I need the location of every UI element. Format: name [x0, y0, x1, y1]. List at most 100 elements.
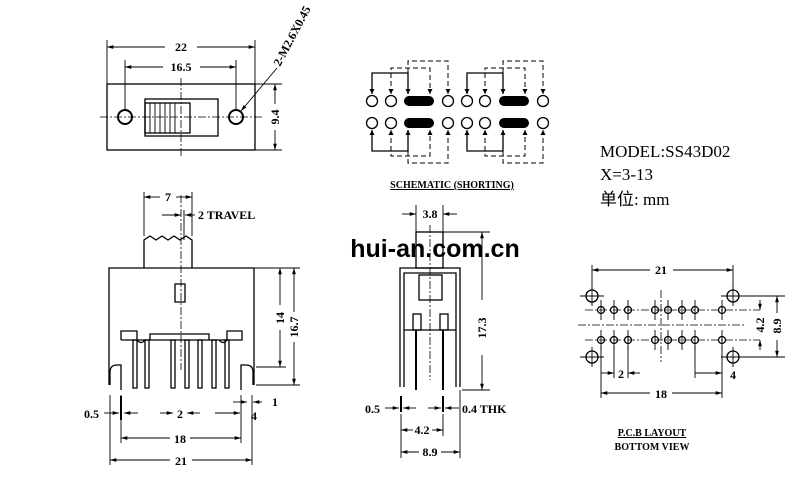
pcb-pin-hole	[717, 305, 727, 315]
pcb-mount-hole	[585, 350, 599, 364]
terminal-circle	[441, 116, 455, 130]
terminal-circle	[536, 94, 550, 108]
arrow-head	[369, 89, 375, 94]
terminal-circle	[441, 94, 455, 108]
dim-16-5: 16.5	[171, 60, 192, 74]
arrow-head	[388, 89, 394, 94]
dim-18: 18	[174, 432, 186, 446]
arrow-head	[482, 89, 488, 94]
arrow-head	[522, 89, 528, 94]
pcb-pin-hole	[677, 305, 687, 315]
actuator-window	[174, 283, 186, 303]
x-range-label: X=3-13	[600, 165, 653, 184]
dim-17-3: 17.3	[475, 318, 489, 339]
dashed-connection	[407, 60, 449, 94]
pcb-dim-2: 2	[618, 367, 624, 381]
terminal-pin	[170, 339, 176, 389]
dim-7: 7	[165, 190, 171, 204]
arrow-head	[388, 130, 394, 135]
dashed-connection	[390, 67, 431, 94]
pcb-pin-hole	[623, 305, 633, 315]
slider-knob	[144, 102, 191, 134]
shorting-contact	[499, 96, 529, 106]
dim-9-4: 9.4	[268, 110, 282, 125]
top-view: 22 16.5 9.4 2-M2.6X0.45	[100, 4, 314, 156]
terminal-pin	[184, 339, 190, 389]
terminal-circle	[365, 116, 379, 130]
arrow-head	[445, 130, 451, 135]
side-view: 3.8 17.3 0.5 0.4 THK 4.2 8.9	[365, 205, 507, 459]
pcb-dim-4: 4	[730, 368, 736, 382]
pcb-dim-4-2: 4.2	[753, 318, 767, 333]
dim-2-travel: 2 TRAVEL	[198, 208, 255, 222]
pcb-pin-hole	[677, 335, 687, 345]
dim-0-4-thk: 0.4 THK	[462, 402, 507, 416]
pcb-mount-hole	[726, 289, 740, 303]
pcb-pin-hole	[623, 335, 633, 345]
dim-21: 21	[175, 454, 187, 468]
pcb-pin-hole	[650, 335, 660, 345]
arrow-head	[405, 130, 411, 135]
solid-connection	[371, 72, 409, 94]
watermark: hui-an.com.cn	[350, 235, 519, 263]
terminal-circle	[384, 116, 398, 130]
dim-8-9: 8.9	[423, 445, 438, 459]
pcb-pin-hole	[663, 305, 673, 315]
pcb-dim-8-9: 8.9	[770, 319, 784, 334]
pcb-title: P.C.B LAYOUT	[618, 428, 687, 439]
arrow-head	[464, 89, 470, 94]
arrow-head	[540, 130, 546, 135]
pcb-mount-hole	[585, 289, 599, 303]
dashed-connection	[502, 130, 544, 164]
terminal-circle	[478, 116, 492, 130]
pcb-pin-hole	[609, 305, 619, 315]
dashed-connection	[390, 130, 431, 157]
pcb-pin-hole	[690, 335, 700, 345]
dim-3-8: 3.8	[423, 207, 438, 221]
arrow-head	[369, 130, 375, 135]
shorting-contact	[404, 118, 434, 128]
dashed-connection	[484, 130, 526, 157]
arrow-head	[482, 130, 488, 135]
dashed-connection	[407, 130, 449, 164]
pcb-pin-hole	[663, 335, 673, 345]
dim-16-7: 16.7	[287, 317, 301, 338]
dim-0-5: 0.5	[84, 407, 99, 421]
dim-side-0-5: 0.5	[365, 402, 380, 416]
terminal-pin	[224, 339, 230, 389]
schematic-title: SCHEMATIC (SHORTING)	[390, 180, 514, 191]
terminal-pin	[132, 339, 138, 389]
arrow-head	[427, 130, 433, 135]
arrow-head	[405, 89, 411, 94]
model-label: MODEL:SS43D02	[600, 142, 730, 161]
pcb-dim-18: 18	[655, 387, 667, 401]
pcb-mount-hole	[726, 350, 740, 364]
terminal-pin	[197, 339, 203, 389]
screw-note: 2-M2.6X0.45	[270, 4, 313, 69]
terminal-circle	[460, 116, 474, 130]
dim-14: 14	[273, 312, 287, 324]
pcb-subtitle: BOTTOM VIEW	[615, 442, 690, 453]
shorting-contact	[404, 96, 434, 106]
terminal-circle	[384, 94, 398, 108]
arrow-head	[522, 130, 528, 135]
front-view: 7 2 TRAVEL 14 16.7 0.5 2 4 1 18 21	[84, 190, 301, 468]
arrow-head	[540, 89, 546, 94]
shorting-contact	[499, 118, 529, 128]
arrow-head	[500, 89, 506, 94]
arrow-head	[464, 130, 470, 135]
arrow-head	[427, 89, 433, 94]
pcb-pin-hole	[596, 335, 606, 345]
terminal-circle	[460, 94, 474, 108]
dim-2-pitch: 2	[177, 407, 183, 421]
dim-22: 22	[175, 40, 187, 54]
slider-slot	[144, 98, 219, 137]
dashed-connection	[484, 67, 526, 94]
dashed-connection	[502, 60, 544, 94]
terminal-circle	[478, 94, 492, 108]
terminal-circle	[536, 116, 550, 130]
pcb-dim-21: 21	[655, 263, 667, 277]
unit-label: 单位: mm	[600, 190, 669, 209]
